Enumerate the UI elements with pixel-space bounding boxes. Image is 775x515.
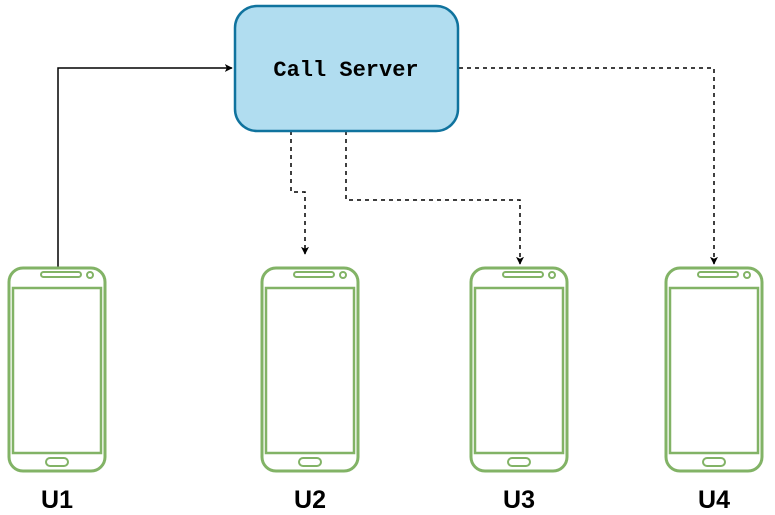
phone-home-button-icon [298,457,322,467]
phone-speaker-icon [293,271,335,278]
phone-u2 [260,266,360,473]
phone-home-button-icon [507,457,531,467]
user-label-u3: U3 [503,486,535,514]
phone-speaker-icon [40,271,82,278]
user-label-u4: U4 [698,486,730,514]
phone-screen [11,286,103,455]
phone-home-button-icon [45,457,69,467]
connector-server-to-u2 [290,131,309,255]
phone-u4 [664,266,764,473]
call-server-node: Call Server [233,4,460,133]
phone-speaker-icon [502,271,544,278]
phone-camera-icon [743,271,751,279]
phone-screen [668,286,760,455]
call-server-box [233,4,460,133]
user-label-u1: U1 [41,486,73,514]
phone-camera-icon [339,271,347,279]
phone-u1 [7,266,107,473]
connections [57,64,718,268]
phone-camera-icon [86,271,94,279]
phone-screen [264,286,356,455]
phone-speaker-icon [697,271,739,278]
call-server-label: Call Server [273,58,418,83]
phone-u3 [469,266,569,473]
phone-screen [473,286,565,455]
connector-server-to-u4 [459,67,718,265]
user-label-u2: U2 [294,486,326,514]
phone-camera-icon [548,271,556,279]
phone-home-button-icon [702,457,726,467]
connector-server-to-u3 [345,131,524,265]
user-labels: U1 U2 U3 U4 [41,486,730,514]
connector-u1-to-server [57,64,233,268]
